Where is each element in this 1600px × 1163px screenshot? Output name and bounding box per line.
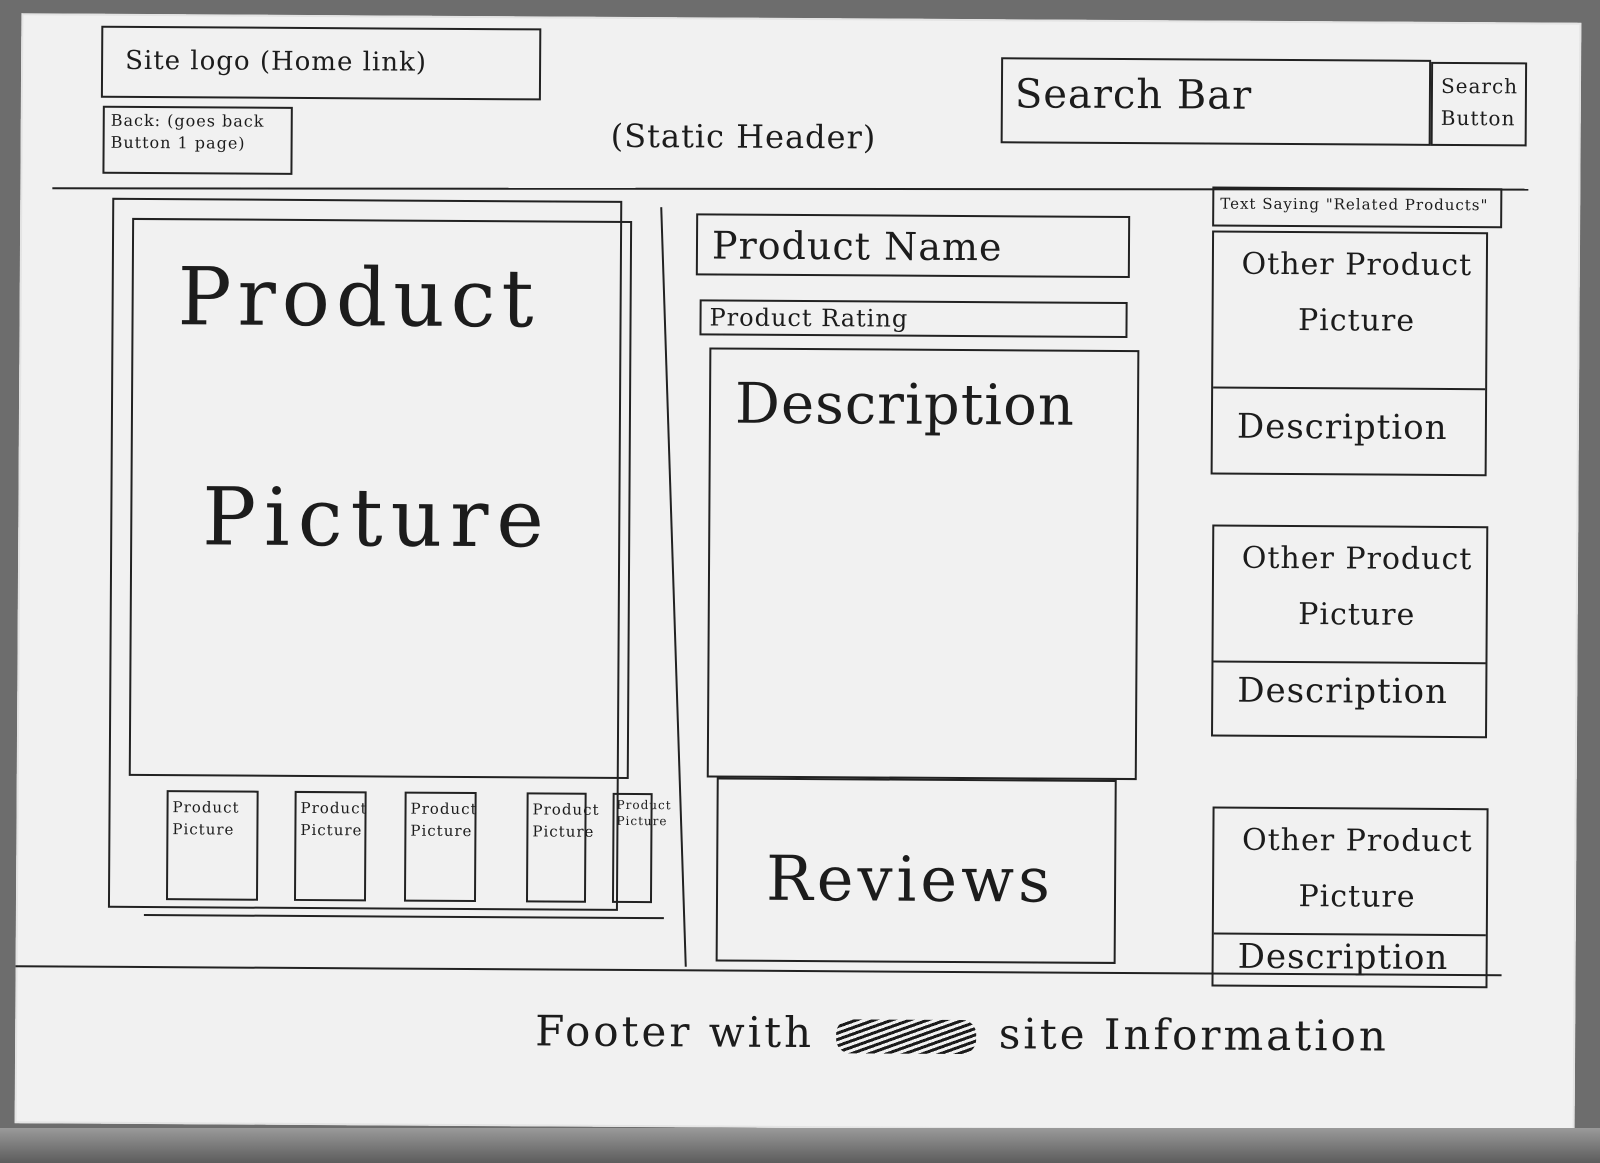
thumbnail-label: Product Picture xyxy=(532,800,600,841)
related-product-description: Description xyxy=(1213,935,1485,987)
site-logo-label: Site logo (Home link) xyxy=(125,45,428,78)
product-thumbnail[interactable]: Product Picture xyxy=(525,792,600,903)
gallery-bottom-line xyxy=(143,914,664,920)
related-heading-label: Text Saying "Related Products" xyxy=(1220,194,1489,215)
product-thumbnail[interactable]: Product Picture xyxy=(403,791,478,903)
related-product-description: Description xyxy=(1213,663,1485,735)
product-thumbnail[interactable]: Product Picture xyxy=(165,790,259,901)
search-button-label: Search Button xyxy=(1440,73,1519,131)
related-product-card[interactable]: Other Product Picture Description xyxy=(1211,524,1489,739)
footer: Footer with site Information xyxy=(535,1006,1389,1060)
table-surface xyxy=(0,1128,1600,1163)
related-picture-label: Other Product Picture xyxy=(1241,246,1473,339)
footer-text-start: Footer with xyxy=(535,1006,815,1058)
wireframe-sheet: Site logo (Home link) Back: (goes back B… xyxy=(14,13,1582,1133)
related-picture-label: Other Product Picture xyxy=(1241,822,1473,915)
related-product-card[interactable]: Other Product Picture Description xyxy=(1210,230,1489,477)
related-product-description: Description xyxy=(1213,389,1485,471)
related-description-label: Description xyxy=(1237,936,1449,978)
related-products-heading: Text Saying "Related Products" xyxy=(1212,186,1503,229)
reviews-label: Reviews xyxy=(765,841,1055,917)
related-description-label: Description xyxy=(1236,406,1448,448)
back-button-label: Back: (goes back Button 1 page) xyxy=(110,110,265,153)
product-name-label: Product Name xyxy=(711,223,1003,270)
main-product-picture: Product Picture xyxy=(128,217,633,779)
product-thumbnail[interactable]: Product Picture xyxy=(611,792,672,904)
thumbnail-label: Product Picture xyxy=(300,798,368,840)
product-rating: Product Rating xyxy=(699,299,1128,339)
related-product-picture: Other Product Picture xyxy=(1213,232,1487,391)
related-product-card[interactable]: Other Product Picture Description xyxy=(1211,806,1489,989)
related-product-picture: Other Product Picture xyxy=(1213,808,1487,937)
product-description: Description xyxy=(706,347,1140,781)
main-picture-label-2: Picture xyxy=(202,470,553,566)
related-product-picture: Other Product Picture xyxy=(1213,526,1487,665)
search-button[interactable]: Search Button xyxy=(1430,61,1528,147)
thumbnail-label: Product Picture xyxy=(616,797,672,829)
main-picture-label-1: Product xyxy=(177,250,540,346)
product-reviews: Reviews xyxy=(715,777,1117,964)
gallery-right-divider xyxy=(660,207,687,967)
back-button[interactable]: Back: (goes back Button 1 page) xyxy=(102,105,293,175)
product-thumbnail[interactable]: Product Picture xyxy=(293,790,368,902)
search-bar[interactable]: Search Bar xyxy=(1000,57,1432,146)
site-logo-home-link[interactable]: Site logo (Home link) xyxy=(100,25,542,101)
thumbnail-label: Product Picture xyxy=(410,799,478,841)
product-name: Product Name xyxy=(695,213,1131,279)
footer-text-end: site Information xyxy=(998,1009,1390,1061)
search-bar-label: Search Bar xyxy=(1014,71,1253,119)
crossed-out-scribble xyxy=(836,1019,977,1055)
description-label: Description xyxy=(734,371,1076,439)
thumbnail-label: Product Picture xyxy=(172,798,240,839)
related-description-label: Description xyxy=(1237,670,1449,712)
related-picture-label: Other Product Picture xyxy=(1241,540,1473,633)
product-rating-label: Product Rating xyxy=(709,303,909,333)
static-header-label: (Static Header) xyxy=(610,116,877,157)
